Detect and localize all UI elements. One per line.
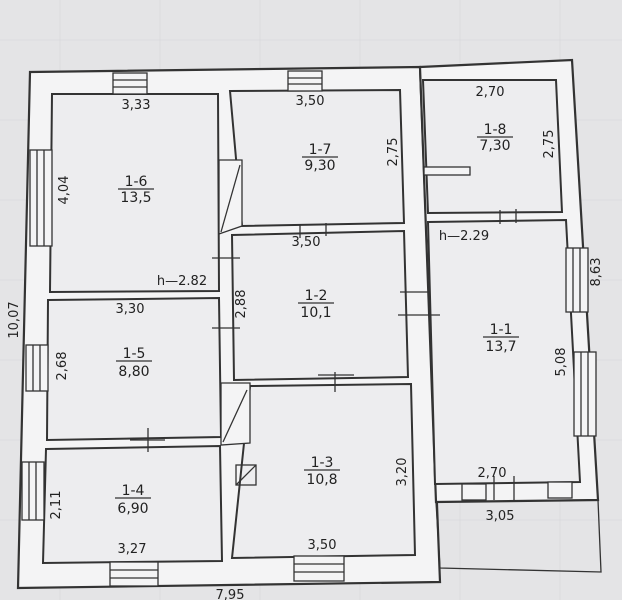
room-1-4: [41, 444, 224, 565]
room-1-5-area: 8,80: [118, 364, 149, 380]
annex-wall-stub: [423, 166, 471, 176]
porch-outline: [435, 499, 602, 573]
room-1-3-label: 1-3: [311, 455, 334, 471]
door-openings: [130, 209, 517, 500]
dim-total-height: 10,07: [7, 301, 22, 338]
windows: [21, 70, 597, 587]
stove-mark-diagonal: [235, 464, 257, 486]
dim-1-2-width: 3,50: [292, 235, 321, 250]
room-1-6-area: 13,5: [120, 190, 151, 206]
dim-1-7-height: 2,75: [386, 138, 401, 167]
dim-1-4-width: 3,27: [118, 542, 147, 557]
dim-1-4-height: 2,11: [49, 491, 64, 520]
dim-1-8-height: 2,75: [542, 130, 557, 159]
room-1-3-area: 10,8: [306, 472, 337, 488]
dim-1-6-height: 4,04: [57, 176, 72, 205]
dim-1-7-width: 3,50: [296, 94, 325, 109]
stove-mark: [235, 464, 257, 486]
room-1-2-label: 1-2: [305, 288, 328, 304]
dim-1-8-width: 2,70: [476, 85, 505, 100]
dim-1-3-height: 3,20: [395, 458, 410, 487]
dim-1-5-height: 2,68: [55, 352, 70, 381]
height-main: h—2.82: [157, 274, 207, 289]
room-1-1-label: 1-1: [490, 322, 513, 338]
dim-1-1-height: 5,08: [554, 348, 569, 377]
room-1-6-label: 1-6: [125, 174, 148, 190]
room-1-8-area: 7,30: [479, 138, 510, 154]
room-1-4-area: 6,90: [117, 501, 148, 517]
dim-1-5-width: 3,30: [116, 302, 145, 317]
room-1-4-label: 1-4: [122, 483, 145, 499]
room-1-8-label: 1-8: [484, 122, 507, 138]
dim-right-height: 8,63: [589, 258, 604, 287]
room-1-5-label: 1-5: [123, 346, 146, 362]
room-1-7-area: 9,30: [304, 158, 335, 174]
room-1-2-area: 10,1: [300, 305, 331, 321]
room-1-1: [426, 218, 582, 486]
room-1-2: [230, 229, 410, 382]
dim-total-width: 7,95: [216, 588, 245, 600]
dim-1-1-width: 2,70: [478, 466, 507, 481]
dim-1-6-width: 3,33: [122, 98, 151, 113]
dim-porch-width: 3,05: [486, 509, 515, 524]
door-1-7: [218, 159, 243, 235]
height-annex: h—2.29: [439, 229, 489, 244]
room-1-1-area: 13,7: [485, 339, 516, 355]
door-1-3: [220, 382, 251, 446]
room-1-7-label: 1-7: [309, 142, 332, 158]
dim-1-3-width: 3,50: [308, 538, 337, 553]
dim-1-2-height: 2,88: [234, 290, 249, 319]
room-1-3: [230, 382, 417, 560]
